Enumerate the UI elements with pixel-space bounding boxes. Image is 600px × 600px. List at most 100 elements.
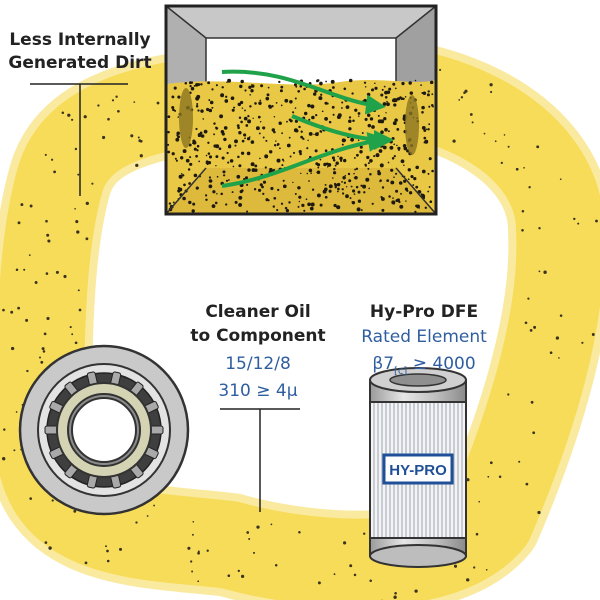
- contaminant-dot: [177, 135, 180, 139]
- contaminant-dot: [139, 154, 143, 158]
- contaminant-dot: [421, 105, 425, 110]
- contaminant-dot: [364, 86, 367, 88]
- contaminant-dot: [423, 129, 427, 132]
- contaminant-dot: [208, 99, 211, 102]
- contaminant-dot: [61, 111, 65, 114]
- contaminant-dot: [357, 190, 361, 194]
- contaminant-dot: [289, 100, 293, 104]
- contaminant-dot: [315, 149, 318, 152]
- contaminant-dot: [538, 227, 541, 230]
- contaminant-dot: [367, 123, 372, 128]
- contaminant-dot: [490, 90, 493, 94]
- contaminant-dot: [247, 114, 250, 118]
- contaminant-dot: [237, 569, 240, 573]
- contaminant-dot: [244, 176, 249, 180]
- contaminant-dot: [216, 192, 218, 195]
- tank-top-wall: [166, 6, 436, 38]
- contaminant-dot: [208, 176, 212, 179]
- contaminant-dot: [282, 184, 287, 189]
- contaminant-dot: [323, 162, 327, 167]
- contaminant-dot: [409, 91, 414, 95]
- beta-suffix: ≥ 4000: [407, 354, 475, 374]
- contaminant-dot: [28, 254, 31, 256]
- contaminant-dot: [469, 113, 473, 116]
- contaminant-dot: [251, 84, 253, 86]
- contaminant-dot: [240, 100, 244, 105]
- contaminant-dot: [298, 200, 301, 203]
- contaminant-dot: [559, 178, 562, 181]
- contaminant-dot: [341, 180, 343, 183]
- contaminant-dot: [317, 132, 319, 134]
- contaminant-dot: [180, 173, 183, 175]
- contaminant-dot: [243, 116, 248, 121]
- contaminant-dot: [528, 186, 531, 189]
- contaminant-dot: [404, 96, 407, 98]
- tank-outlet-port: [179, 88, 193, 148]
- contaminant-dot: [348, 179, 352, 183]
- contaminant-dot: [319, 81, 323, 86]
- contaminant-dot: [138, 139, 142, 143]
- contaminant-dot: [372, 146, 375, 150]
- contaminant-dot: [341, 192, 345, 195]
- contaminant-dot: [102, 135, 106, 140]
- contaminant-dot: [234, 144, 237, 147]
- contaminant-dot: [207, 152, 211, 155]
- contaminant-dot: [297, 205, 300, 208]
- contaminant-dot: [388, 195, 391, 198]
- contaminant-dot: [184, 82, 188, 85]
- contaminant-dot: [195, 96, 200, 101]
- contaminant-dot: [360, 184, 363, 187]
- contaminant-dot: [153, 504, 156, 507]
- contaminant-dot: [415, 165, 419, 170]
- beta-prefix: β7: [372, 354, 394, 374]
- contaminant-dot: [321, 110, 324, 113]
- contaminant-dot: [341, 138, 346, 143]
- contaminant-dot: [273, 116, 276, 118]
- contaminant-dot: [236, 124, 240, 128]
- contaminant-dot: [428, 186, 431, 188]
- contaminant-dot: [238, 131, 242, 135]
- contaminant-dot: [498, 475, 502, 479]
- contaminant-dot: [117, 109, 120, 113]
- contaminant-dot: [231, 191, 234, 194]
- contaminant-dot: [328, 120, 332, 124]
- contaminant-dot: [246, 210, 249, 213]
- contaminant-dot: [326, 166, 329, 168]
- contaminant-dot: [167, 115, 171, 119]
- contaminant-dot: [74, 147, 78, 151]
- contaminant-dot: [289, 155, 292, 158]
- contaminant-dot: [396, 127, 400, 131]
- contaminant-dot: [106, 559, 110, 563]
- contaminant-dot: [13, 449, 16, 452]
- contaminant-dot: [46, 233, 50, 237]
- contaminant-dot: [48, 546, 52, 550]
- contaminant-dot: [331, 156, 335, 160]
- contaminant-dot: [226, 81, 228, 83]
- contaminant-dot: [279, 89, 283, 93]
- contaminant-dot: [182, 149, 187, 154]
- contaminant-dot: [316, 193, 321, 198]
- contaminant-dot: [341, 107, 343, 109]
- contaminant-dot: [421, 111, 424, 114]
- contaminant-dot: [343, 87, 347, 91]
- contaminant-dot: [23, 268, 26, 271]
- contaminant-dot: [259, 120, 262, 123]
- contaminant-dot: [391, 157, 395, 160]
- contaminant-dot: [339, 159, 343, 162]
- contaminant-dot: [187, 168, 191, 171]
- contaminant-dot: [387, 161, 390, 164]
- contaminant-dot: [332, 158, 336, 162]
- contaminant-dot: [431, 169, 434, 173]
- contaminant-dot: [195, 84, 198, 87]
- contaminant-dot: [167, 130, 170, 134]
- contaminant-dot: [394, 592, 397, 595]
- contaminant-dot: [319, 158, 322, 161]
- contaminant-dot: [360, 209, 363, 212]
- contaminant-dot: [85, 201, 89, 206]
- contaminant-dot: [42, 350, 46, 353]
- contaminant-dot: [396, 97, 401, 101]
- contaminant-dot: [422, 91, 427, 96]
- contaminant-dot: [195, 154, 198, 158]
- contaminant-dot: [252, 551, 256, 554]
- contaminant-dot: [371, 89, 373, 91]
